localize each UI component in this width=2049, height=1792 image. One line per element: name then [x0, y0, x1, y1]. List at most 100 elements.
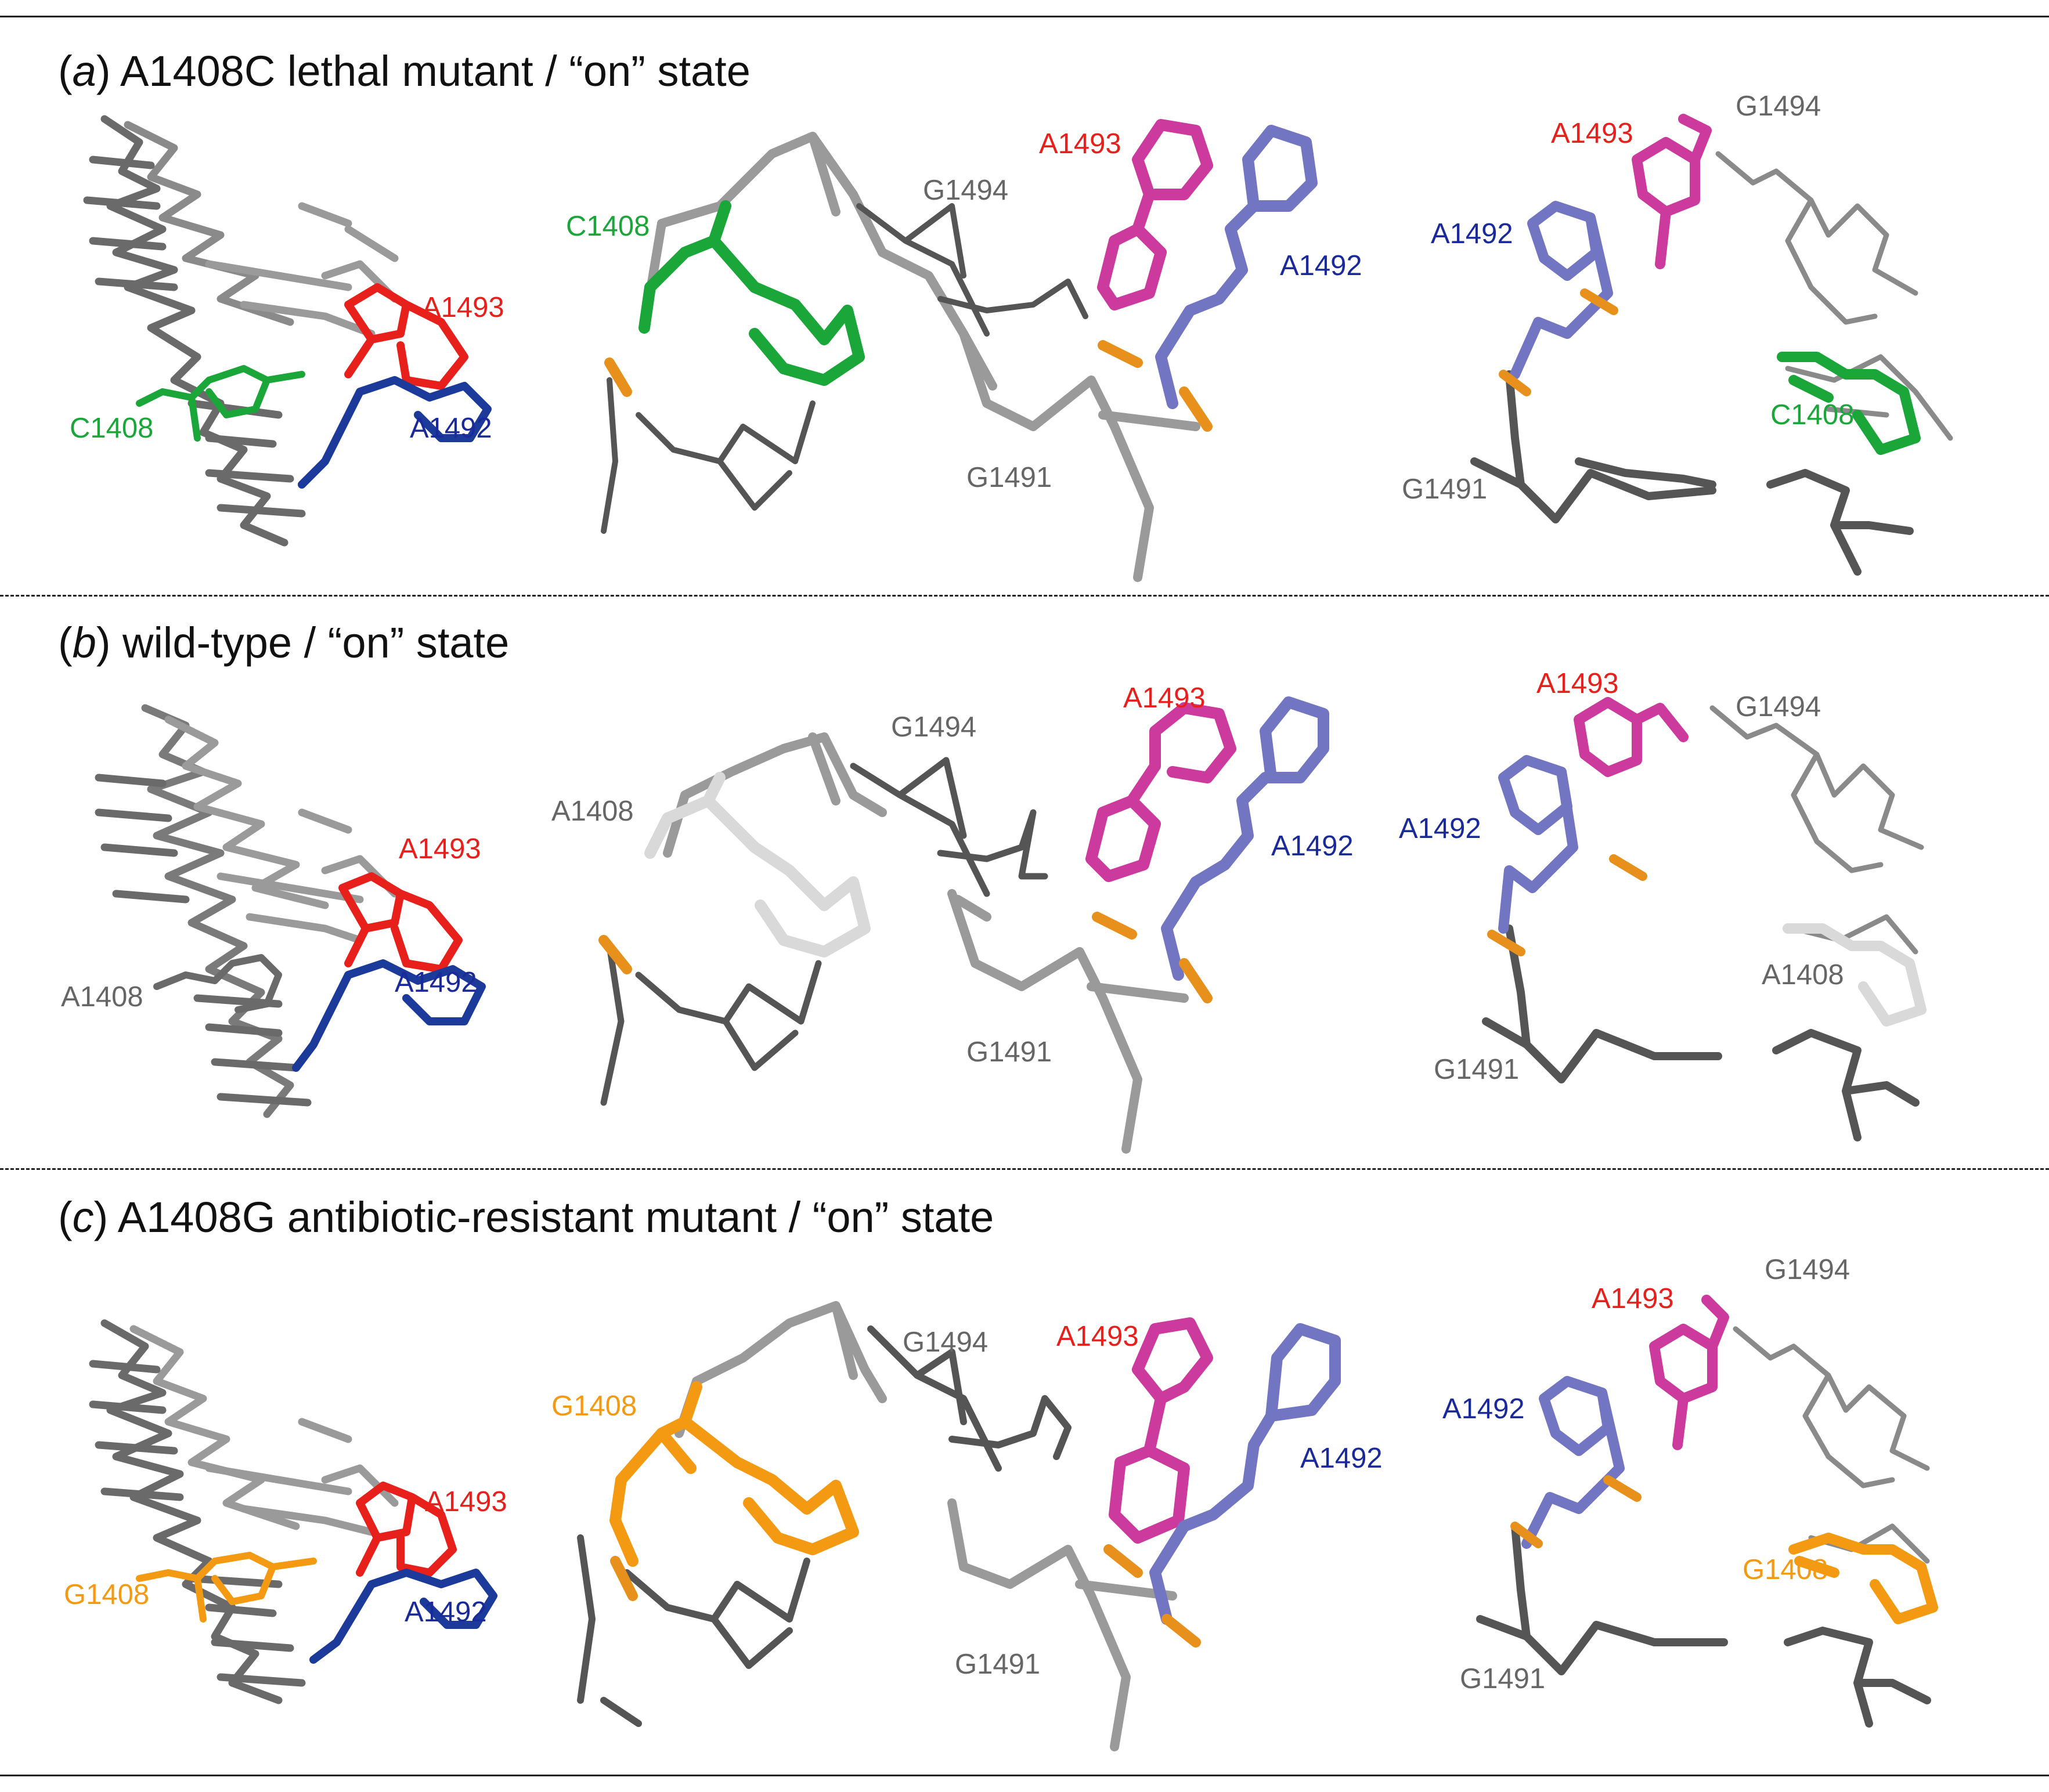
divider-bc [0, 1168, 2049, 1170]
left-a1493 [356, 1482, 457, 1577]
left-mutant [136, 1552, 317, 1623]
label-middle-a1492: A1492 [1271, 830, 1354, 862]
label-left-mutant: C1408 [70, 413, 154, 444]
label-middle-mutant: G1408 [551, 1390, 637, 1422]
structure-art [95, 696, 1927, 1154]
middle-backbone-dark [600, 757, 1048, 1106]
right-a1493 [1649, 1295, 1729, 1450]
middle-mutant [644, 772, 871, 958]
label-middle-a1492: A1492 [1300, 1443, 1383, 1474]
label-left-a1492: A1492 [395, 967, 477, 998]
label-left-a1493: A1493 [399, 833, 481, 865]
left-a1492 [309, 1569, 497, 1664]
middle-a1492 [1155, 125, 1318, 409]
label-right-g1491: G1491 [1460, 1663, 1546, 1695]
panel-letter: a [72, 47, 96, 95]
middle-mutant [609, 1381, 859, 1567]
bottom-rule [0, 1775, 2049, 1776]
left-a1493 [344, 283, 468, 390]
right-backbone-light [1733, 1326, 1930, 1564]
right-a1493 [1632, 114, 1712, 269]
label-middle-a1492: A1492 [1280, 250, 1362, 281]
label-middle-g1494: G1494 [903, 1327, 989, 1358]
right-phosphates [1499, 288, 1618, 396]
label-right-g1494: G1494 [1736, 691, 1821, 722]
label-middle-mutant: A1408 [551, 796, 634, 827]
structure-art [89, 1295, 1938, 1751]
left-helix [83, 115, 399, 547]
label-middle-g1491: G1491 [966, 1036, 1052, 1068]
panel-c: (c) A1408G antibiotic-resistant mutant /… [0, 1178, 2049, 1758]
panel-title-text: A1408C lethal mutant / “on” state [120, 47, 751, 95]
left-helix [89, 1319, 399, 1704]
right-backbone [1482, 924, 1920, 1141]
right-backbone-light [1715, 151, 1953, 441]
label-right-g1491: G1491 [1402, 474, 1488, 505]
panel-b: (b) wild-type / “on” state [0, 604, 2049, 1184]
panel-title: (c) A1408G antibiotic-resistant mutant /… [58, 1193, 994, 1241]
left-mutant [153, 954, 282, 1013]
label-left-a1492: A1492 [405, 1596, 487, 1628]
middle-backbone-light [645, 132, 1200, 582]
panel-a: (a) A1408C lethal mutant / “on” state [0, 32, 2049, 612]
middle-mutant [638, 200, 865, 386]
label-right-a1492: A1492 [1399, 813, 1481, 844]
panel-letter: b [72, 619, 96, 667]
middle-phosphates [610, 1544, 1201, 1648]
label-middle-a1493: A1493 [1039, 128, 1121, 160]
middle-backbone-dark [601, 203, 1088, 534]
left-a1492 [292, 959, 486, 1072]
right-a1492 [1521, 1376, 1625, 1549]
right-backbone [1470, 370, 1914, 576]
divider-ab [0, 595, 2049, 597]
label-right-a1493: A1493 [1592, 1283, 1674, 1314]
middle-backbone-dark [577, 1325, 1072, 1727]
structure-art [83, 114, 1953, 582]
panel-title: (b) wild-type / “on” state [58, 619, 510, 667]
label-left-mutant: G1408 [64, 1579, 150, 1610]
label-middle-g1494: G1494 [923, 175, 1009, 206]
right-a1492 [1510, 201, 1613, 380]
label-middle-g1491: G1491 [955, 1649, 1041, 1680]
label-middle-mutant: C1408 [566, 211, 650, 242]
label-right-a1492: A1492 [1442, 1393, 1525, 1425]
left-mutant [136, 365, 305, 442]
label-left-mutant: A1408 [61, 981, 143, 1013]
panel-letter: c [72, 1193, 94, 1241]
left-helix [95, 704, 399, 1118]
label-right-g1494: G1494 [1736, 91, 1821, 122]
label-right-a1493: A1493 [1536, 668, 1619, 699]
right-mutant [1788, 1533, 1938, 1624]
left-a1493 [338, 872, 463, 973]
label-left-a1493: A1493 [425, 1486, 507, 1518]
label-right-a1493: A1493 [1551, 118, 1633, 149]
left-a1492 [298, 376, 492, 489]
right-a1492 [1498, 755, 1578, 934]
label-middle-g1491: G1491 [966, 462, 1052, 493]
label-right-g1494: G1494 [1765, 1254, 1850, 1285]
right-mutant [1777, 352, 1921, 455]
middle-phosphates [604, 340, 1213, 432]
panel-title: (a) A1408C lethal mutant / “on” state [58, 47, 751, 95]
middle-a1493 [1097, 119, 1213, 310]
middle-backbone-light [663, 732, 1189, 1154]
middle-a1492 [1149, 1323, 1341, 1625]
right-phosphates [1510, 1475, 1642, 1548]
label-middle-g1494: G1494 [891, 711, 977, 743]
right-backbone-light [1709, 705, 1924, 955]
label-middle-a1493: A1493 [1056, 1321, 1139, 1352]
middle-phosphates [598, 912, 1213, 1003]
right-a1493 [1574, 697, 1689, 777]
right-backbone [1476, 1522, 1931, 1728]
label-right-a1492: A1492 [1431, 218, 1513, 250]
label-right-mutant: A1408 [1762, 959, 1844, 991]
panel-title-text: wild-type / “on” state [122, 619, 510, 667]
middle-a1492 [1161, 696, 1329, 981]
middle-a1493 [1085, 702, 1236, 882]
label-left-a1493: A1493 [422, 292, 504, 323]
label-middle-a1493: A1493 [1123, 682, 1206, 714]
label-right-mutant: C1408 [1770, 399, 1855, 431]
panel-title-text: A1408G antibiotic-resistant mutant / “on… [117, 1193, 994, 1241]
label-right-g1491: G1491 [1434, 1054, 1520, 1085]
right-phosphates [1487, 854, 1647, 956]
